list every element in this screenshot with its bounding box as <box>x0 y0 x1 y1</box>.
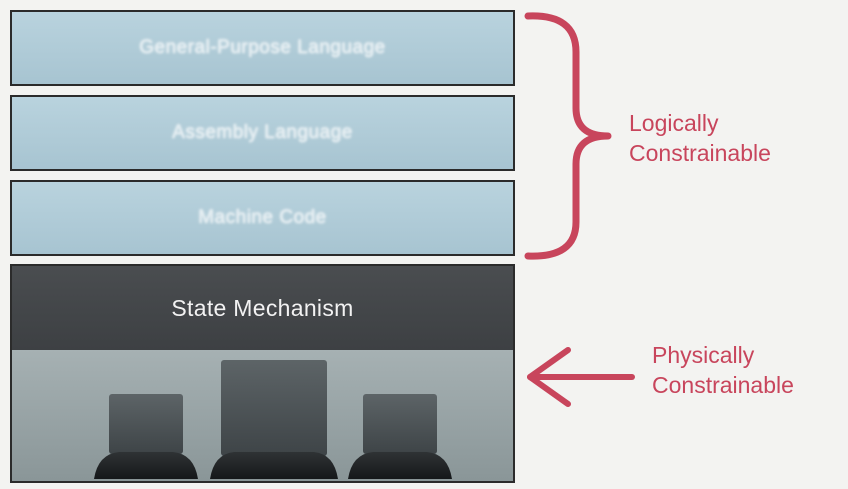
logical-label-line2: Constrainable <box>629 140 771 166</box>
curly-brace-icon <box>524 12 612 260</box>
machine-left-icon <box>94 394 198 479</box>
logically-constrainable-label: Logically Constrainable <box>629 108 771 168</box>
layer-general-purpose-language: General-Purpose Language <box>10 10 515 86</box>
logical-label-line1: Logically <box>629 110 719 136</box>
left-arrow-icon <box>527 347 635 407</box>
layer-label: Machine Code <box>198 207 327 228</box>
physically-constrainable-label: Physically Constrainable <box>652 340 794 400</box>
layer-label: Assembly Language <box>172 122 353 143</box>
state-mechanism-body <box>12 350 513 481</box>
layer-label: General-Purpose Language <box>139 37 386 58</box>
state-mechanism-title: State Mechanism <box>171 294 354 321</box>
layer-assembly-language: Assembly Language <box>10 95 515 171</box>
physical-label-line2: Constrainable <box>652 372 794 398</box>
state-mechanism-block: State Mechanism <box>10 264 515 483</box>
physical-label-line1: Physically <box>652 342 755 368</box>
machine-center-icon <box>210 360 338 479</box>
state-mechanism-header: State Mechanism <box>12 266 513 350</box>
layer-machine-code: Machine Code <box>10 180 515 256</box>
machines-illustration <box>94 360 452 479</box>
machine-right-icon <box>348 394 452 479</box>
